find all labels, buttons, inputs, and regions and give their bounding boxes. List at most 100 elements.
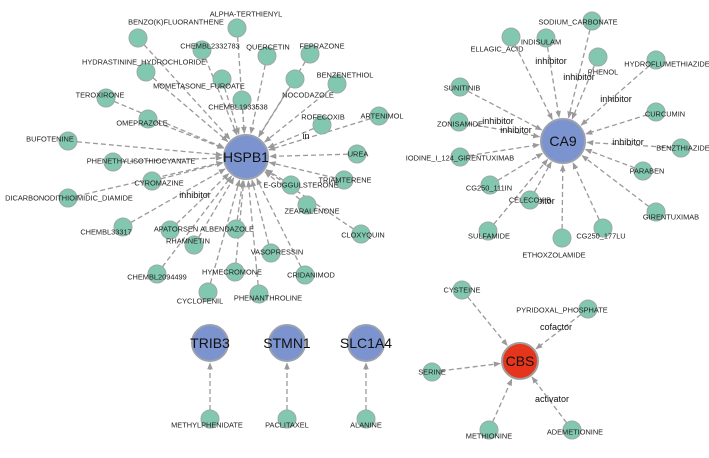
drug-node-phenol[interactable]: PHENOL — [588, 47, 618, 77]
drug-node-phenanthroline[interactable]: PHENANTHROLINE — [234, 284, 302, 304]
drug-node-cg250_177lu[interactable]: CG250_177LU — [576, 218, 626, 241]
drug-node-curcumin[interactable]: CURCUMIN — [645, 102, 685, 122]
target-node-ca9[interactable]: CA9 — [540, 118, 586, 164]
drug-node-indisulam[interactable]: INDISULAM — [521, 28, 561, 48]
drug-node-pyridoxal[interactable]: PYRIDOXAL_PHOSPHATE — [516, 299, 608, 319]
target-node-circle[interactable] — [268, 324, 306, 362]
drug-node-circle[interactable] — [277, 409, 297, 429]
drug-node-circle[interactable] — [249, 284, 269, 304]
drug-node-triamterene[interactable]: TRIAMTERENE — [319, 170, 372, 190]
drug-node-sodium_carbonate[interactable]: SODIUM_CARBONATE — [538, 11, 618, 31]
drug-node-circle[interactable] — [198, 282, 218, 302]
drug-node-apatorsen[interactable]: APATORSEN — [154, 220, 198, 240]
drug-node-circle[interactable] — [96, 88, 116, 108]
drug-node-serine[interactable]: SERINE — [418, 362, 446, 382]
drug-node-vasopressin[interactable]: VASOPRESSIN — [251, 243, 303, 263]
drug-node-methionine[interactable]: METHIONINE — [466, 420, 512, 441]
drug-node-circle[interactable] — [232, 90, 252, 110]
drug-node-chembl2094499[interactable]: CHEMBL2094499 — [127, 264, 187, 284]
drug-node-cysteine[interactable]: CYSTEINE — [444, 280, 481, 300]
drug-node-circle[interactable] — [562, 420, 582, 440]
drug-node-circle[interactable] — [422, 362, 442, 382]
target-node-cbs[interactable]: CBS — [501, 342, 539, 380]
drug-node-circle[interactable] — [192, 40, 212, 60]
drug-node-bufotenine[interactable]: BUFOTENINE — [26, 131, 78, 151]
drug-node-circle[interactable] — [478, 221, 498, 241]
drug-node-rhamnetin[interactable]: RHAMNETIN — [166, 235, 210, 255]
drug-node-circle[interactable] — [501, 27, 521, 47]
drug-node-circle[interactable] — [297, 195, 317, 215]
drug-node-circle[interactable] — [160, 220, 180, 240]
drug-node-iodine_girentuximab[interactable]: IODINE_I_124_GIRENTUXIMAB — [406, 147, 515, 167]
drug-node-circle[interactable] — [147, 264, 167, 284]
drug-node-circle[interactable] — [552, 228, 572, 248]
drug-node-circle[interactable] — [138, 109, 158, 129]
drug-node-circle[interactable] — [285, 69, 305, 89]
drug-node-circle[interactable] — [58, 188, 78, 208]
drug-node-zearalenone[interactable]: ZEARALENONE — [284, 195, 340, 216]
target-node-circle[interactable] — [347, 324, 385, 362]
drug-node-circle[interactable] — [588, 47, 608, 67]
drug-node-sulfamide[interactable]: SULFAMIDE — [468, 221, 510, 241]
drug-node-girentuximab[interactable]: GIRENTUXIMAB — [643, 202, 699, 222]
target-node-hspb1[interactable]: HSPB1 — [223, 134, 269, 180]
target-node-circle[interactable] — [191, 324, 229, 362]
drug-node-quercetin[interactable]: QUERCETIN — [246, 43, 290, 66]
drug-node-circle[interactable] — [142, 171, 162, 191]
drug-node-circle[interactable] — [347, 144, 367, 164]
drug-node-cridanimod[interactable]: CRIDANIMOD — [287, 265, 335, 285]
drug-node-circle[interactable] — [449, 112, 469, 132]
drug-node-cyclofenil[interactable]: CYCLOFENIL — [177, 282, 223, 306]
drug-node-chembl1933538[interactable]: CHEMBL1933538 — [208, 90, 268, 112]
drug-node-circle[interactable] — [334, 170, 354, 190]
drug-node-benzenethiol[interactable]: BENZENETHIOL — [317, 71, 374, 94]
drug-node-circle[interactable] — [103, 152, 123, 172]
drug-node-circle[interactable] — [261, 243, 281, 263]
drug-node-circle[interactable] — [227, 18, 247, 38]
drug-node-sunitinib[interactable]: SUNITINIB — [444, 77, 481, 97]
drug-node-circle[interactable] — [480, 175, 500, 195]
drug-node-benzo_k_fluoranthene[interactable]: BENZO(K)FLUORANTHENE — [128, 18, 224, 48]
drug-node-circle[interactable] — [184, 235, 204, 255]
drug-node-hymecromone[interactable]: HYMECROMONE — [202, 262, 262, 282]
drug-node-circle[interactable] — [582, 11, 602, 31]
drug-node-circle[interactable] — [671, 138, 691, 158]
drug-node-cloxyquin[interactable]: CLOXYQUIN — [341, 224, 385, 244]
drug-node-circle[interactable] — [536, 28, 556, 48]
drug-node-circle[interactable] — [646, 50, 666, 70]
drug-node-ethoxzolamide[interactable]: ETHOXZOLAMIDE — [522, 228, 586, 260]
drug-node-circle[interactable] — [58, 131, 78, 151]
drug-node-circle[interactable] — [646, 202, 666, 222]
target-node-circle[interactable] — [223, 134, 269, 180]
drug-node-guggulsterone[interactable]: E-GUGGULSTERONE — [263, 175, 339, 195]
drug-node-circle[interactable] — [633, 161, 653, 181]
drug-node-benzthiazide[interactable]: BENZTHIAZIDE — [656, 138, 709, 158]
target-node-trib3[interactable]: TRIB3 — [190, 324, 230, 362]
drug-node-circle[interactable] — [646, 102, 666, 122]
drug-node-circle[interactable] — [257, 46, 277, 66]
drug-node-methylphenidate[interactable]: METHYLPHENIDATE — [171, 409, 243, 430]
drug-node-circle[interactable] — [226, 219, 246, 239]
drug-node-circle[interactable] — [200, 409, 220, 429]
drug-node-circle[interactable] — [212, 69, 232, 89]
drug-node-cyromazine[interactable]: CYROMAZINE — [134, 171, 184, 191]
drug-node-circle[interactable] — [295, 265, 315, 285]
drug-node-circle[interactable] — [281, 175, 301, 195]
drug-node-chembl33317[interactable]: CHEMBL33317 — [80, 217, 133, 237]
drug-node-alpha_terthienyl[interactable]: ALPHA-TERTHIENYL — [210, 10, 283, 38]
drug-node-paraben[interactable]: PARABEN — [630, 161, 665, 181]
drug-node-circle[interactable] — [312, 115, 332, 135]
drug-node-chembl2332783[interactable]: CHEMBL2332783 — [180, 40, 240, 60]
drug-node-circle[interactable] — [113, 217, 133, 237]
target-node-circle[interactable] — [501, 342, 539, 380]
drug-node-circle[interactable] — [452, 280, 472, 300]
drug-node-nocodazole[interactable]: NOCODAZOLE — [282, 69, 334, 100]
target-node-slc1a4[interactable]: SLC1A4 — [340, 324, 392, 362]
drug-node-alanine[interactable]: ALANINE — [350, 409, 382, 430]
drug-node-rofecoxib[interactable]: ROFECOXIB — [301, 113, 345, 135]
drug-node-circle[interactable] — [128, 28, 148, 48]
drug-node-dicarbono[interactable]: DICARBONODITHIOIMIDIC_DIAMIDE — [5, 188, 133, 208]
drug-node-circle[interactable] — [479, 420, 499, 440]
drug-node-mometasone[interactable]: MOMETASONE_FUROATE — [153, 69, 245, 91]
drug-node-urea[interactable]: UREA — [347, 144, 369, 164]
